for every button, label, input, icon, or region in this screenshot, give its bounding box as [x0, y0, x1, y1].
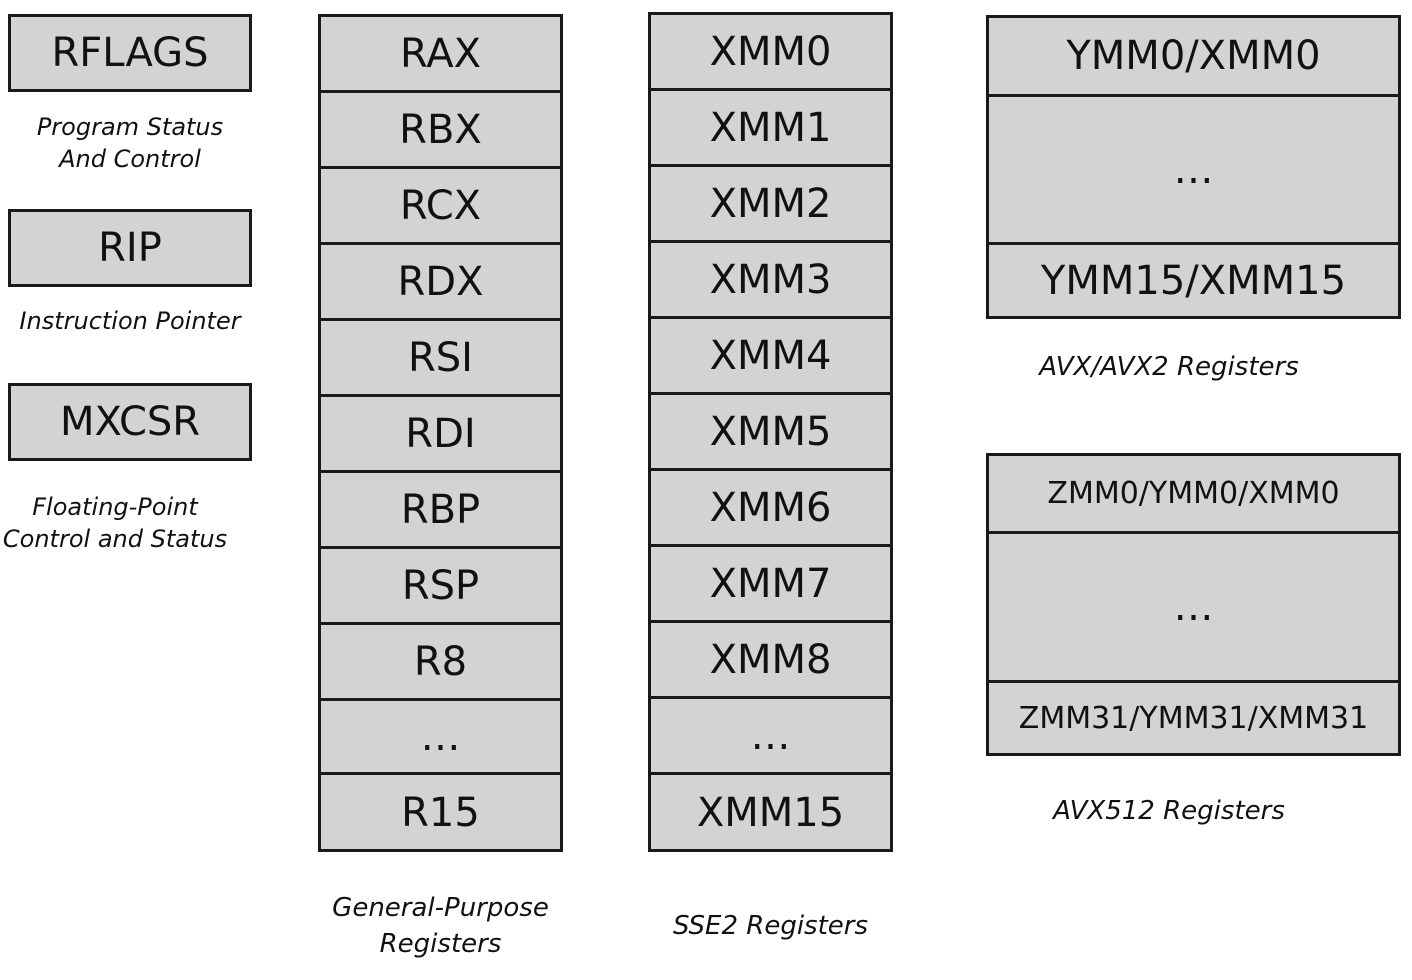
register-label: ZMM31/YMM31/XMM31	[1018, 700, 1369, 736]
register-rcx: RCX	[321, 169, 560, 245]
register-rdi: RDI	[321, 397, 560, 473]
caption-line: Instruction Pointer	[19, 307, 241, 335]
register-label: RIP	[98, 225, 162, 271]
avx-register-stack: YMM0/XMM0 … YMM15/XMM15	[986, 15, 1401, 319]
register-r8: R8	[321, 625, 560, 701]
register-rsp: RSP	[321, 549, 560, 625]
avx512-register-stack: ZMM0/YMM0/XMM0 … ZMM31/YMM31/XMM31	[986, 453, 1401, 756]
caption-mxcsr: Floating-Point Control and Status	[0, 491, 230, 555]
caption-line: AVX/AVX2 Registers	[1039, 352, 1299, 382]
caption-general-purpose: General-Purpose Registers	[318, 890, 563, 962]
register-rdx: RDX	[321, 245, 560, 321]
caption-sse2: SSE2 Registers	[648, 908, 893, 944]
register-label: XMM15	[696, 790, 845, 836]
register-xmm1: XMM1	[651, 91, 890, 167]
register-label: MXCSR	[59, 399, 201, 445]
register-label: …	[1173, 584, 1214, 630]
caption-rip: Instruction Pointer	[8, 305, 252, 337]
register-rflags: RFLAGS	[8, 14, 252, 92]
register-rbx: RBX	[321, 93, 560, 169]
register-xmm5: XMM5	[651, 395, 890, 471]
register-xmm2: XMM2	[651, 167, 890, 243]
register-label: XMM8	[709, 636, 832, 683]
register-label: XMM0	[709, 28, 832, 75]
register-label: RBP	[400, 486, 481, 533]
register-rsi: RSI	[321, 321, 560, 397]
caption-line: General-Purpose	[332, 893, 549, 923]
caption-line: Program Status	[36, 113, 224, 141]
register-label: XMM3	[709, 256, 832, 303]
sse2-register-stack: XMM0 XMM1 XMM2 XMM3 XMM4 XMM5 XMM6 XMM7 …	[648, 12, 893, 852]
register-ymm0: YMM0/XMM0	[989, 18, 1398, 97]
register-xmm3: XMM3	[651, 243, 890, 319]
register-label: …	[420, 713, 461, 760]
register-label: XMM6	[709, 484, 832, 531]
register-label: RSP	[401, 562, 480, 609]
general-purpose-register-stack: RAX RBX RCX RDX RSI RDI RBP RSP R8 … R15	[318, 14, 563, 852]
caption-line: AVX512 Registers	[1053, 796, 1285, 826]
register-ellipsis: …	[989, 97, 1398, 245]
caption-line: Registers	[379, 929, 502, 959]
caption-line: SSE2 Registers	[672, 911, 869, 941]
register-xmm4: XMM4	[651, 319, 890, 395]
register-label: RBX	[399, 106, 482, 153]
register-label: R15	[401, 790, 480, 836]
register-label: RAX	[400, 30, 481, 77]
register-label: YMM15/XMM15	[1040, 257, 1347, 304]
register-xmm8: XMM8	[651, 623, 890, 699]
register-label: RFLAGS	[51, 30, 209, 76]
register-ellipsis: …	[651, 699, 890, 775]
register-rip: RIP	[8, 209, 252, 287]
register-mxcsr: MXCSR	[8, 383, 252, 461]
register-label: RSI	[408, 334, 473, 381]
caption-line: Floating-Point	[32, 493, 198, 521]
register-label: R8	[413, 638, 468, 685]
caption-avx512: AVX512 Registers	[986, 793, 1352, 829]
register-xmm15: XMM15	[651, 775, 890, 851]
register-label: XMM1	[709, 104, 832, 151]
register-zmm31: ZMM31/YMM31/XMM31	[989, 683, 1398, 753]
register-label: ZMM0/YMM0/XMM0	[1047, 476, 1340, 511]
register-label: XMM5	[709, 408, 832, 455]
register-xmm7: XMM7	[651, 547, 890, 623]
register-label: …	[750, 712, 791, 759]
register-label: …	[1173, 146, 1214, 193]
register-rax: RAX	[321, 17, 560, 93]
register-label: RDX	[397, 258, 484, 305]
register-label: YMM0/XMM0	[1066, 33, 1321, 79]
register-label: RDI	[405, 410, 476, 457]
caption-line: And Control	[59, 145, 201, 173]
register-rbp: RBP	[321, 473, 560, 549]
register-r15: R15	[321, 775, 560, 851]
register-label: XMM4	[709, 332, 832, 379]
register-zmm0: ZMM0/YMM0/XMM0	[989, 456, 1398, 534]
register-ellipsis: …	[989, 534, 1398, 683]
caption-avx: AVX/AVX2 Registers	[986, 349, 1352, 385]
register-xmm6: XMM6	[651, 471, 890, 547]
caption-line: Control and Status	[2, 525, 228, 553]
register-label: XMM2	[709, 180, 832, 227]
register-ellipsis: …	[321, 701, 560, 775]
register-label: XMM7	[709, 560, 832, 607]
register-label: RCX	[399, 182, 482, 229]
register-xmm0: XMM0	[651, 15, 890, 91]
caption-rflags: Program Status And Control	[8, 111, 252, 175]
register-ymm15: YMM15/XMM15	[989, 245, 1398, 316]
